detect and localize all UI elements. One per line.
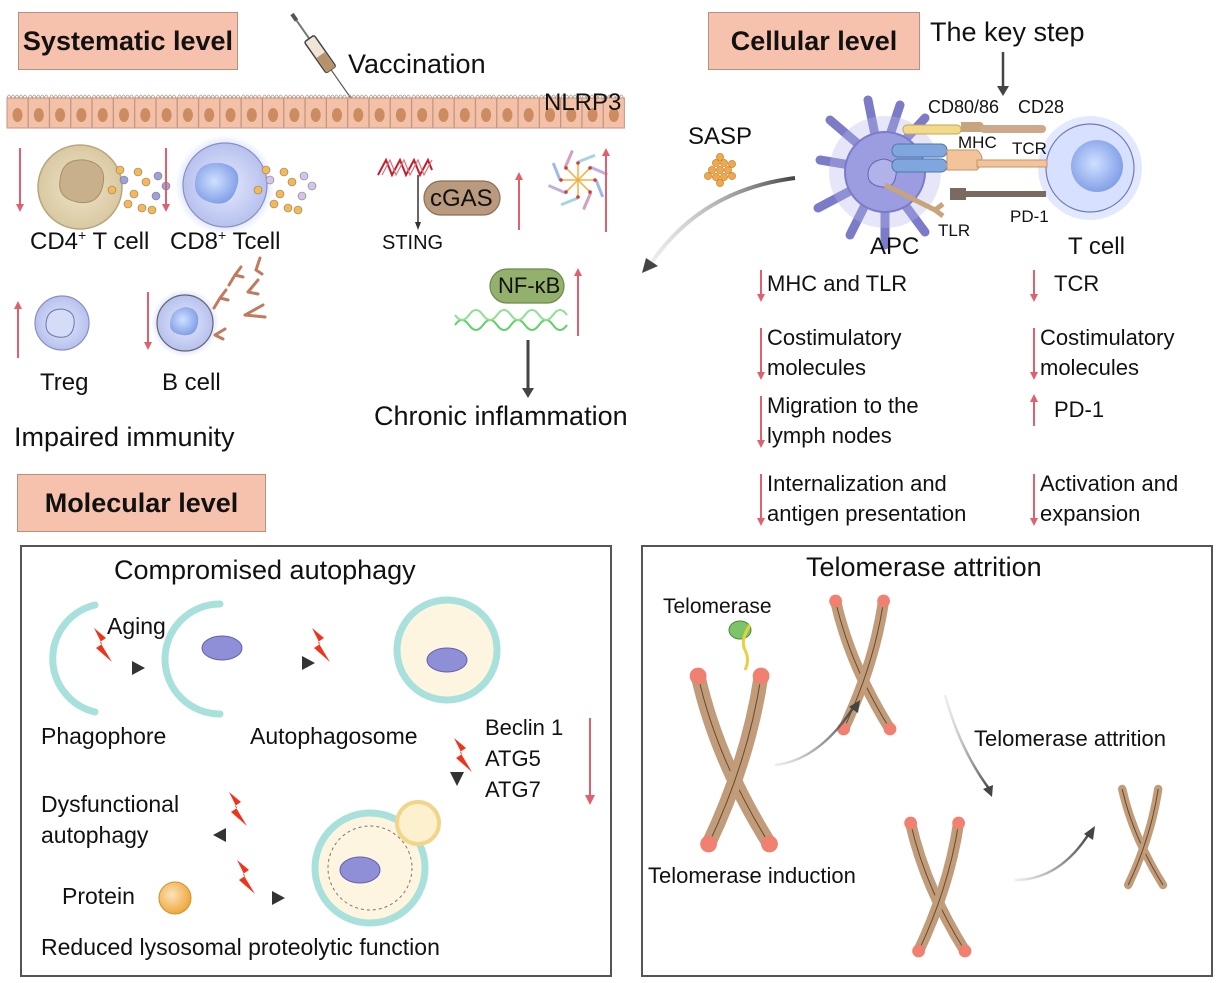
- change-text-line1: Migration to the: [767, 393, 919, 418]
- mhc-label: MHC: [958, 133, 997, 152]
- cd8-name: CD8: [170, 228, 219, 255]
- change-text-line1: MHC and TLR: [767, 271, 908, 296]
- nlrp3-label: NLRP3: [544, 89, 622, 116]
- change-text-line1: PD-1: [1054, 397, 1105, 422]
- tlr-label: TLR: [938, 221, 971, 240]
- change-text-line2: lymph nodes: [767, 423, 892, 448]
- cd8-t-cell-label: CD8+ Tcell: [170, 227, 281, 255]
- cd4-sup: +: [78, 227, 87, 243]
- change-text-line1: Activation and: [1040, 471, 1179, 496]
- sting-label: STING: [382, 232, 444, 254]
- down-arrow-icon: [757, 474, 765, 526]
- cd8-suffix: Tcell: [226, 228, 281, 255]
- sasp-label: SASP: [688, 123, 753, 150]
- nfkb-label: NF-κB: [498, 273, 561, 298]
- phagophore-label: Phagophore: [41, 723, 167, 749]
- cd8-sup: +: [218, 227, 227, 243]
- molecular-heading-text: Molecular level: [44, 487, 239, 518]
- apc-label: APC: [870, 233, 920, 260]
- systematic-heading-text: Systematic level: [22, 25, 234, 56]
- change-text-line1: Internalization and: [767, 471, 947, 496]
- cellular-heading-text: Cellular level: [730, 25, 898, 56]
- change-text-line2: molecules: [767, 355, 867, 380]
- cellular-level-heading: Cellular level: [708, 12, 920, 70]
- chronic-inflammation-label: Chronic inflammation: [374, 401, 628, 431]
- down-arrow-icon: [1030, 328, 1038, 380]
- change-text-line1: TCR: [1054, 271, 1100, 296]
- down-arrow-icon: [757, 270, 765, 302]
- systematic-level-heading: Systematic level: [18, 12, 238, 70]
- b-cell-label: B cell: [162, 369, 221, 396]
- telomerase-induction-label: Telomerase induction: [648, 863, 856, 888]
- cd80-label: CD80/86: [928, 97, 1000, 117]
- change-text-line1: Costimulatory: [1040, 325, 1175, 350]
- autophagosome-label: Autophagosome: [250, 723, 418, 749]
- down-arrow-icon: [1030, 474, 1038, 526]
- reduced-function-label: Reduced lysosomal proteolytic function: [41, 934, 440, 960]
- tcr-label: TCR: [1012, 139, 1047, 158]
- telomere-title: Telomerase attrition: [806, 552, 1042, 582]
- vaccination-label: Vaccination: [348, 49, 486, 79]
- change-text-line2: antigen presentation: [767, 501, 967, 526]
- key-step-label: The key step: [930, 17, 1085, 47]
- cd4-t-cell-label: CD4+ T cell: [30, 227, 150, 255]
- impaired-immunity-label: Impaired immunity: [14, 422, 235, 452]
- down-arrow-icon: [1030, 270, 1038, 302]
- autophagy-title: Compromised autophagy: [114, 555, 416, 585]
- change-text-line2: molecules: [1040, 355, 1140, 380]
- gene-atg7: ATG7: [485, 777, 541, 802]
- up-arrow-icon: [1030, 394, 1038, 426]
- change-text-line2: expansion: [1040, 501, 1141, 526]
- cgas-label: cGAS: [430, 185, 493, 212]
- protein-label: Protein: [62, 883, 135, 909]
- gene-atg5: ATG5: [485, 746, 541, 771]
- cd28-label: CD28: [1018, 97, 1065, 117]
- change-text-line1: Costimulatory: [767, 325, 902, 350]
- telomerase-label: Telomerase: [663, 595, 772, 618]
- treg-label: Treg: [40, 369, 89, 396]
- aging-label: Aging: [107, 613, 166, 639]
- dysfunctional-label-1: Dysfunctional: [41, 791, 180, 817]
- cd4-suffix: T cell: [86, 228, 150, 255]
- tcell-label: T cell: [1068, 233, 1125, 260]
- gene-beclin1: Beclin 1: [485, 715, 564, 740]
- dysfunctional-label-2: autophagy: [41, 822, 149, 848]
- autophagy-panel: [20, 545, 612, 977]
- down-arrow-icon: [757, 396, 765, 448]
- cd4-name: CD4: [30, 228, 79, 255]
- telomerase-attrition-label: Telomerase attrition: [974, 726, 1166, 751]
- down-arrow-icon: [757, 328, 765, 380]
- molecular-level-heading: Molecular level: [17, 474, 266, 532]
- pd1-label: PD-1: [1010, 207, 1049, 226]
